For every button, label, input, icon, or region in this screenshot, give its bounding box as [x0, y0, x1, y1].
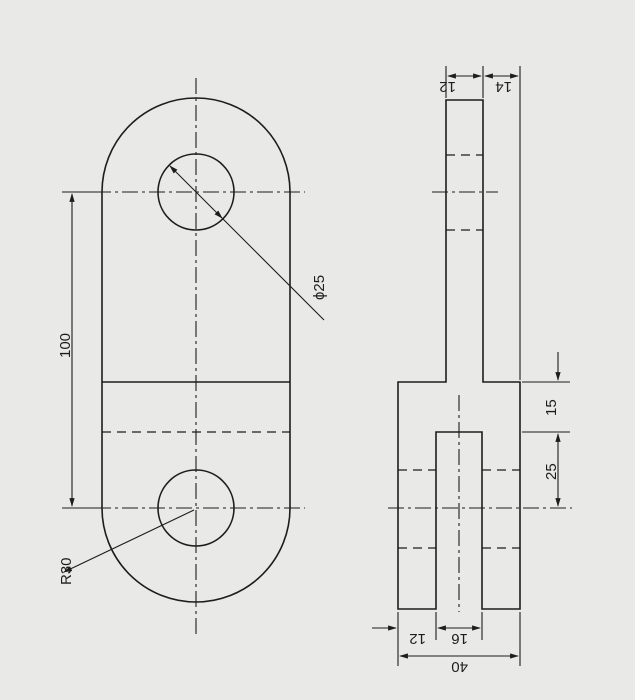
dimension-bottom-12-16-40: 12 16 40 — [372, 612, 521, 675]
dim-label-25: 25 — [543, 463, 560, 480]
dimension-diameter-25: ϕ25 — [169, 165, 328, 321]
dim-label-100: 100 — [57, 333, 74, 358]
dimension-top-12-14: 12 14 — [439, 66, 521, 380]
dim-label-14: 14 — [495, 78, 512, 95]
dim-label-r30: R30 — [58, 557, 75, 585]
plan-view — [95, 78, 305, 635]
dim-label-diameter-25: ϕ25 — [311, 275, 328, 300]
dimension-r30: R30 — [58, 509, 195, 585]
dimension-100: 100 — [57, 191, 100, 509]
dim-label-12-top: 12 — [439, 78, 456, 95]
side-outline — [397, 99, 521, 610]
side-view — [388, 99, 572, 612]
dim-label-15: 15 — [543, 399, 560, 416]
dim-label-12-bottom: 12 — [409, 630, 426, 647]
dim-label-16: 16 — [451, 630, 468, 647]
dimension-right-15-25: 15 25 — [522, 352, 570, 507]
dim-label-40: 40 — [451, 658, 468, 675]
